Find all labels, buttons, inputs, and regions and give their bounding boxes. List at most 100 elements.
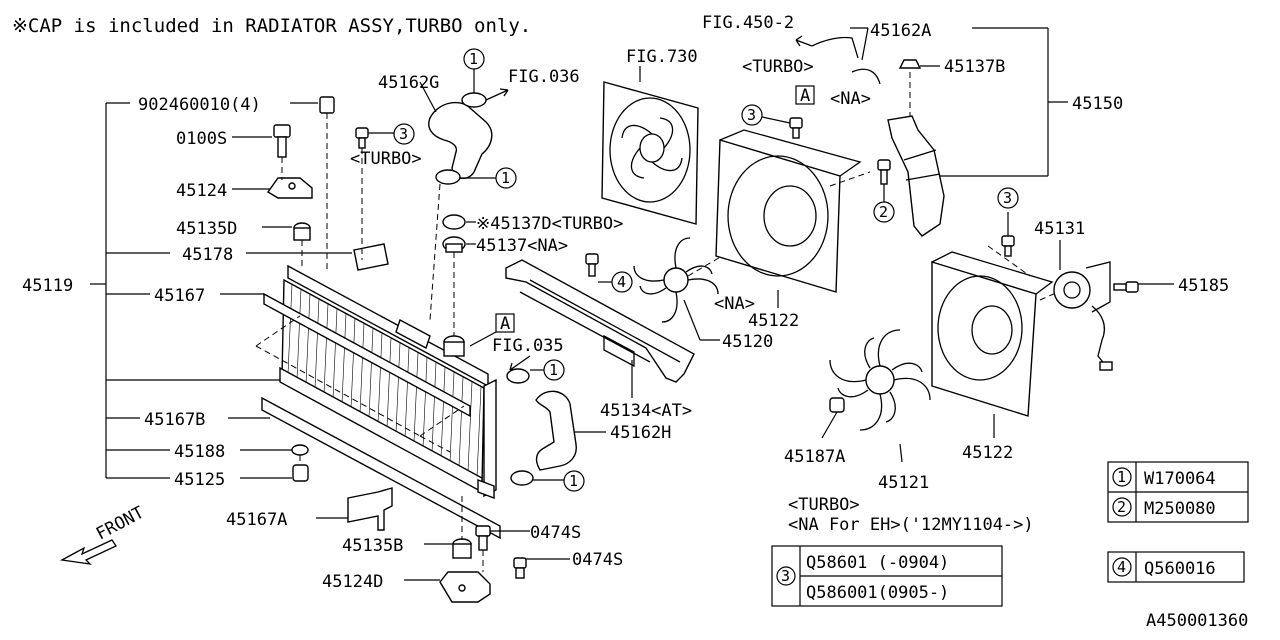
callout-4: 4 bbox=[617, 273, 626, 291]
upper-hose-45162g bbox=[428, 101, 493, 179]
air-guide-45167 bbox=[263, 292, 471, 418]
overflow-hose-45162a bbox=[811, 36, 881, 85]
legend-part-4: Q560016 bbox=[1144, 559, 1216, 579]
radiator-fin bbox=[305, 293, 311, 384]
label-45125: 45125 bbox=[174, 470, 225, 490]
radiator-fin bbox=[413, 352, 419, 443]
label-45150: 45150 bbox=[1072, 94, 1123, 114]
nut-45187a bbox=[829, 397, 845, 413]
diagram-code: A450001360 bbox=[1146, 611, 1248, 631]
bracket-45124 bbox=[266, 177, 313, 199]
fig-035-ref: FIG.035 bbox=[492, 336, 564, 356]
washer-45188 bbox=[291, 444, 309, 456]
radiator-fin bbox=[287, 283, 293, 375]
legend-table-12: 1 W170064 2 M250080 bbox=[1107, 461, 1249, 523]
callout-2: 2 bbox=[879, 203, 888, 221]
label-45137b: 45137B bbox=[944, 57, 1005, 77]
bolt-4 bbox=[585, 253, 599, 277]
cap-45137 bbox=[442, 236, 466, 253]
label-45162h: 45162H bbox=[610, 423, 671, 443]
cushion-45125 bbox=[292, 464, 309, 482]
lower-hose-45162h bbox=[535, 390, 577, 471]
radiator-fin bbox=[377, 332, 383, 424]
clamp-1-mid bbox=[435, 169, 461, 185]
radiator-fin bbox=[296, 288, 302, 379]
label-45120: 45120 bbox=[722, 332, 773, 352]
fan-shroud-45122-na bbox=[715, 129, 862, 293]
front-arrow-icon: FRONT bbox=[59, 503, 148, 565]
bolt-0474s-1 bbox=[475, 525, 491, 551]
label-na-for-eh: <NA For EH>('12MY1104->) bbox=[788, 515, 1034, 535]
label-45124: 45124 bbox=[176, 181, 227, 201]
radiator-fin bbox=[404, 347, 410, 438]
label-na-1: <NA> bbox=[830, 89, 871, 109]
label-45122-na: 45122 bbox=[748, 311, 799, 331]
bracket-45124d bbox=[439, 571, 491, 603]
bolt-45185 bbox=[1113, 281, 1139, 293]
label-45122-turbo: 45122 bbox=[962, 443, 1013, 463]
label-45131: 45131 bbox=[1034, 219, 1085, 239]
label-0474s-2: 0474S bbox=[572, 550, 623, 570]
label-45167: 45167 bbox=[154, 286, 205, 306]
label-45187a: 45187A bbox=[784, 447, 845, 467]
cap-45137d bbox=[442, 214, 466, 230]
callout-1-lower-a: 1 bbox=[549, 361, 558, 379]
cushion-45135b bbox=[452, 538, 472, 559]
radiator-fin bbox=[431, 362, 437, 453]
motor-45131 bbox=[1053, 261, 1113, 371]
callout-1-mid: 1 bbox=[501, 169, 510, 187]
radiator-assy bbox=[279, 264, 497, 500]
legend-part-1: W170064 bbox=[1144, 469, 1216, 489]
label-plate-45178 bbox=[353, 243, 389, 271]
radiator-fin bbox=[350, 318, 356, 409]
label-45137d: ※45137D<TURBO> bbox=[476, 214, 623, 234]
label-45121: 45121 bbox=[878, 473, 929, 493]
radiator-fin bbox=[341, 313, 347, 404]
air-guide-45134 bbox=[505, 259, 695, 383]
fan-shroud-fig730 bbox=[601, 81, 699, 225]
legend-num-3: 3 bbox=[781, 567, 790, 585]
legend-num-2: 2 bbox=[1117, 498, 1126, 516]
radiator-fin bbox=[449, 372, 455, 463]
cap-45137b bbox=[898, 59, 922, 69]
bolt-0474s-2 bbox=[513, 557, 527, 579]
clamp-1-lower-a bbox=[506, 368, 530, 384]
bolt-2 bbox=[877, 159, 891, 185]
label-45119: 45119 bbox=[22, 276, 73, 296]
cap-902460010 bbox=[319, 96, 335, 114]
legend-table-3: 3 Q58601 (-0904) Q586001(0905-) bbox=[771, 545, 1003, 607]
label-45167b: 45167B bbox=[144, 410, 205, 430]
legend-num-1: 1 bbox=[1117, 468, 1126, 486]
fig-730-ref: FIG.730 bbox=[626, 47, 698, 67]
radiator-fin bbox=[467, 381, 473, 473]
radiator-fin bbox=[368, 328, 374, 419]
fig-450-2-ref: FIG.450-2 bbox=[702, 13, 794, 33]
legend-num-4: 4 bbox=[1117, 558, 1126, 576]
radiator-fin bbox=[386, 337, 392, 428]
label-45167a: 45167A bbox=[226, 510, 287, 530]
label-45134: 45134<AT> bbox=[600, 401, 692, 421]
legend-part-2: M250080 bbox=[1144, 499, 1216, 519]
header-note: ※CAP is included in RADIATOR ASSY,TURBO … bbox=[12, 15, 531, 37]
fan-45120 bbox=[633, 237, 719, 323]
radiator-fin bbox=[323, 303, 329, 394]
label-turbo-2: <TURBO> bbox=[742, 57, 814, 77]
label-45162a: 45162A bbox=[870, 21, 931, 41]
label-45124d: 45124D bbox=[322, 572, 383, 592]
bolt-3-turbo bbox=[355, 127, 369, 149]
label-45188: 45188 bbox=[174, 442, 225, 462]
clamp-1-top bbox=[461, 92, 487, 108]
label-45185: 45185 bbox=[1178, 276, 1229, 296]
fan-45121 bbox=[829, 329, 931, 431]
callout-1-lower-b: 1 bbox=[569, 472, 578, 490]
cushion-45135d bbox=[293, 222, 311, 241]
callout-3-shroud: 3 bbox=[747, 106, 756, 124]
legend3-row-2: Q586001(0905-) bbox=[806, 583, 949, 603]
legend3-row-1: Q58601 (-0904) bbox=[806, 553, 949, 573]
radiator-fin bbox=[440, 367, 446, 458]
fig-036-ref: FIG.036 bbox=[508, 67, 580, 87]
label-0100s: 0100S bbox=[176, 129, 227, 149]
radiator-fin bbox=[332, 308, 338, 399]
callout-1-top: 1 bbox=[469, 50, 478, 68]
bolt-3-turbo-shroud bbox=[1001, 235, 1015, 257]
